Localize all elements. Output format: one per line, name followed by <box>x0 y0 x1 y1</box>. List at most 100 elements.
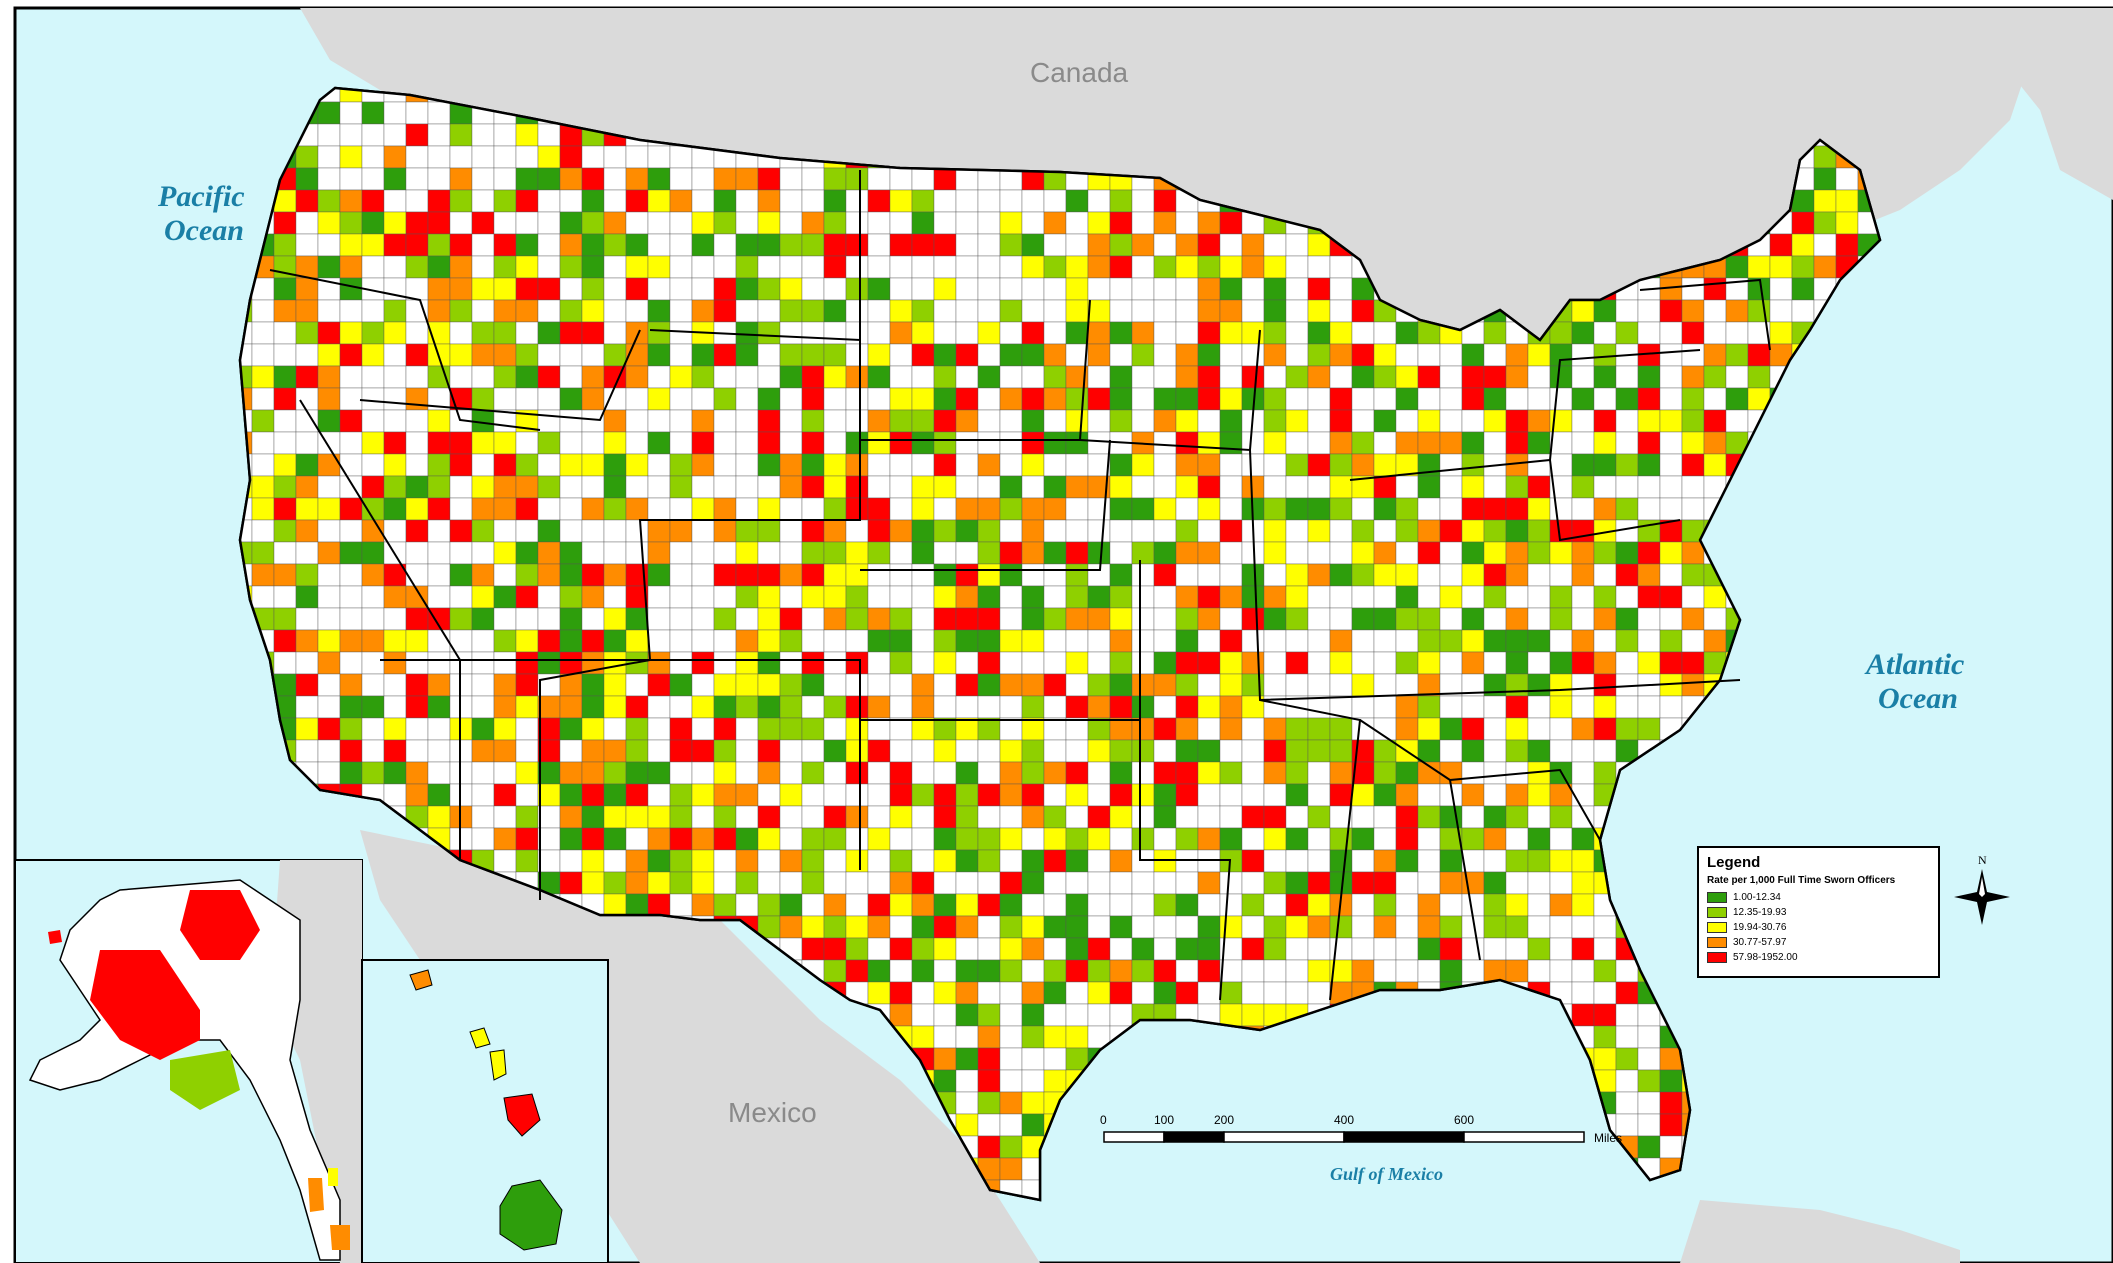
county-cell <box>1043 1047 1067 1071</box>
county-cell <box>317 321 341 345</box>
county-cell <box>647 893 671 917</box>
county-cell <box>1505 497 1529 521</box>
county-cell <box>1351 827 1375 851</box>
county-cell <box>691 717 715 741</box>
county-cell <box>1769 255 1793 279</box>
state-border <box>1349 458 1681 542</box>
county-cell <box>1549 827 1573 851</box>
county-cell <box>515 453 539 477</box>
county-cell <box>735 299 759 323</box>
county-cell <box>625 277 649 301</box>
county-cell <box>471 255 495 279</box>
county-cell <box>1153 717 1177 741</box>
county-cell <box>1527 475 1551 499</box>
legend-swatch <box>1707 922 1727 933</box>
county-cell <box>515 739 539 763</box>
county-cell <box>1351 849 1375 873</box>
county-cell <box>1593 541 1617 565</box>
county-cell <box>1329 563 1353 587</box>
county-cell <box>801 695 825 719</box>
county-cell <box>427 431 451 455</box>
county-cell <box>471 475 495 499</box>
county-cell <box>383 739 407 763</box>
county-cell <box>1417 365 1441 389</box>
county-cell <box>427 585 451 609</box>
county-cell <box>955 893 979 917</box>
county-cell <box>1439 409 1463 433</box>
county-cell <box>713 761 737 785</box>
county-cell <box>955 717 979 741</box>
county-cell <box>977 475 1001 499</box>
county-cell <box>1549 915 1573 939</box>
county-cell <box>603 761 627 785</box>
county-cell <box>427 123 451 147</box>
county-cell <box>317 167 341 191</box>
county-cell <box>383 783 407 807</box>
county-cell <box>1043 321 1067 345</box>
county-cell <box>1351 497 1375 521</box>
county-cell <box>933 519 957 543</box>
county-cell <box>823 255 847 279</box>
county-cell <box>1395 475 1419 499</box>
county-cell <box>1153 277 1177 301</box>
county-cell <box>955 1091 979 1115</box>
county-cell <box>1725 321 1749 345</box>
county-cell <box>1681 475 1705 499</box>
county-cell <box>1461 761 1485 785</box>
county-cell <box>339 695 363 719</box>
county-cell <box>383 101 407 125</box>
county-cell <box>933 959 957 983</box>
county-cell <box>449 123 473 147</box>
county-cell <box>911 541 935 565</box>
county-cell <box>1197 629 1221 653</box>
county-cell <box>273 277 297 301</box>
county-cell <box>845 717 869 741</box>
county-cell <box>1351 343 1375 367</box>
legend-item: 57.98-1952.00 <box>1707 950 1930 965</box>
county-cell <box>1021 519 1045 543</box>
county-cell <box>1219 365 1243 389</box>
county-cell <box>559 563 583 587</box>
county-cell <box>999 211 1023 235</box>
county-cell <box>955 233 979 257</box>
hawaii-inset <box>361 959 609 1263</box>
county-cell <box>1703 365 1727 389</box>
county-cell <box>1241 871 1265 895</box>
county-cell <box>449 211 473 235</box>
county-cell <box>779 519 803 543</box>
county-cell <box>1219 1003 1243 1027</box>
legend-item-label: 30.77-57.97 <box>1733 937 1787 948</box>
hawaii-island-maui <box>503 1093 541 1137</box>
county-cell <box>1109 475 1133 499</box>
county-cell <box>1021 1047 1045 1071</box>
county-cell <box>889 651 913 675</box>
county-cell <box>933 255 957 279</box>
county-cell <box>1329 717 1353 741</box>
county-cell <box>1021 255 1045 279</box>
county-cell <box>1351 585 1375 609</box>
county-cell <box>1461 387 1485 411</box>
county-cell <box>955 1003 979 1027</box>
county-cell <box>1351 387 1375 411</box>
county-cell <box>1241 563 1265 587</box>
county-cell <box>493 673 517 697</box>
county-cell <box>647 475 671 499</box>
county-cell <box>1593 431 1617 455</box>
gulf-of-mexico-label: Gulf of Mexico <box>1330 1164 1443 1184</box>
county-cell <box>295 299 319 323</box>
county-cell <box>1285 783 1309 807</box>
county-cell <box>1483 915 1507 939</box>
state-border <box>1549 349 1701 461</box>
county-cell <box>537 365 561 389</box>
county-cell <box>1373 321 1397 345</box>
county-cell <box>1329 541 1353 565</box>
county-cell <box>1483 365 1507 389</box>
county-cell <box>1285 255 1309 279</box>
county-cell <box>757 739 781 763</box>
county-cell <box>955 981 979 1005</box>
county-cell <box>1417 893 1441 917</box>
county-cell <box>1659 1047 1683 1071</box>
county-cell <box>1087 849 1111 873</box>
county-cell <box>1263 871 1287 895</box>
county-cell <box>1307 321 1331 345</box>
